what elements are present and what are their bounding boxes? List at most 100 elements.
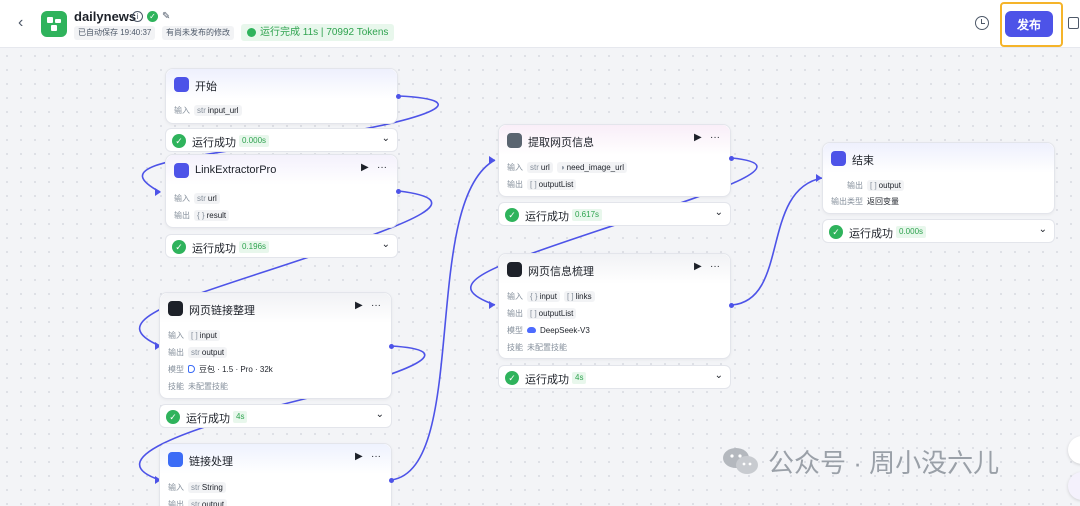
more-icon[interactable]: ··· <box>710 132 720 143</box>
more-icon[interactable]: ··· <box>377 162 387 173</box>
output-var: { }result <box>194 209 230 221</box>
input-var: [ ]input <box>188 329 221 341</box>
verified-check-icon: ✓ <box>147 10 158 22</box>
chevron-down-icon[interactable]: ⌄ <box>375 409 384 420</box>
output-var: [ ]outputList <box>527 178 577 190</box>
success-check-icon: ✓ <box>172 134 186 148</box>
unpublished-tag: 有尚未发布的修改 <box>162 26 234 40</box>
input-var-2: [ ]links <box>563 290 595 302</box>
code-icon <box>168 452 183 467</box>
history-icon[interactable] <box>975 16 989 30</box>
start-icon <box>174 77 189 92</box>
wechat-logo-icon <box>722 446 760 476</box>
status-text: 运行成功 <box>192 137 236 149</box>
autosave-tag: 已自动保存 19:40:37 <box>74 26 156 40</box>
plugin-image-icon <box>507 133 522 148</box>
node-title: 开始 <box>195 81 217 93</box>
skill-value: 未配置技能 <box>188 381 228 391</box>
status-link-organize[interactable]: ✓ 运行成功 4s ⌄ <box>159 404 392 428</box>
input-label: 输入 <box>507 162 523 172</box>
node-title: 网页链接整理 <box>189 305 255 317</box>
input-label: 输入 <box>507 291 523 301</box>
panel-toggle-icon[interactable] <box>1068 17 1079 29</box>
back-arrow-icon[interactable]: ‹ <box>18 14 24 31</box>
run-node-icon[interactable]: ▶ <box>694 261 702 272</box>
skill-label: 技能 <box>507 342 523 352</box>
model-value: DeepSeek-V3 <box>540 325 590 335</box>
status-time: 4s <box>572 372 587 384</box>
success-check-icon: ✓ <box>166 410 180 424</box>
output-label: 输出 <box>847 180 863 190</box>
status-link-extractor[interactable]: ✓ 运行成功 0.196s ⌄ <box>165 234 398 258</box>
publish-highlight <box>1000 2 1063 47</box>
chevron-down-icon[interactable]: ⌄ <box>381 133 390 144</box>
output-label: 输出 <box>168 499 184 506</box>
output-var: [ ]outputList <box>527 307 577 319</box>
status-text: 运行成功 <box>525 374 569 386</box>
status-text: 运行成功 <box>525 211 569 223</box>
top-bar: ‹ dailynews i ✓ ✎ 已自动保存 19:40:37 有尚未发布的修… <box>0 0 1080 48</box>
edit-icon[interactable]: ✎ <box>162 10 171 22</box>
publish-button[interactable]: 发布 <box>1005 11 1053 37</box>
help-float-button[interactable] <box>1068 436 1080 464</box>
port-out[interactable] <box>396 94 401 99</box>
port-out[interactable] <box>396 189 401 194</box>
workflow-app-icon <box>41 11 67 37</box>
status-time: 0.617s <box>572 209 603 221</box>
output-label: 输出 <box>507 308 523 318</box>
watermark-text: 公众号 · 周小没六儿 <box>768 447 1000 478</box>
success-check-icon: ✓ <box>829 225 843 239</box>
status-time: 0.196s <box>239 241 270 253</box>
status-time: 0.000s <box>239 135 270 147</box>
status-time: 0.000s <box>896 226 927 238</box>
more-icon[interactable]: ··· <box>371 300 381 311</box>
status-text: 运行成功 <box>192 243 236 255</box>
run-status-badge: 运行完成 11s | 70992 Tokens <box>241 24 395 41</box>
end-icon <box>831 151 846 166</box>
deepseek-whale-icon <box>527 327 536 333</box>
assistant-float-button[interactable] <box>1068 472 1080 500</box>
app-name: dailynews <box>74 9 137 24</box>
port-out[interactable] <box>729 156 734 161</box>
port-out[interactable] <box>389 344 394 349</box>
chevron-down-icon[interactable]: ⌄ <box>714 207 723 218</box>
chevron-down-icon[interactable]: ⌄ <box>1038 224 1047 235</box>
node-end[interactable]: 结束 输出 [ ]output 输出类型 返回变量 <box>822 142 1055 214</box>
success-check-icon: ✓ <box>172 240 186 254</box>
status-fetch-info[interactable]: ✓ 运行成功 0.617s ⌄ <box>498 202 731 226</box>
input-label: 输入 <box>174 105 190 115</box>
run-node-icon[interactable]: ▶ <box>355 451 363 462</box>
output-kind-value: 返回变量 <box>867 196 899 206</box>
port-out[interactable] <box>729 303 734 308</box>
status-start[interactable]: ✓ 运行成功 0.000s ⌄ <box>165 128 398 152</box>
status-end[interactable]: ✓ 运行成功 0.000s ⌄ <box>822 219 1055 243</box>
run-complete-icon <box>247 28 256 37</box>
node-info-organize[interactable]: 网页信息梳理 ▶ ··· 输入 { }input [ ]links 输出 [ ]… <box>498 253 731 359</box>
port-out[interactable] <box>389 478 394 483</box>
info-icon[interactable]: i <box>132 10 143 22</box>
input-var-2: ◑need_image_url <box>556 161 627 173</box>
node-title: 提取网页信息 <box>528 137 594 149</box>
more-icon[interactable]: ··· <box>710 261 720 272</box>
chevron-down-icon[interactable]: ⌄ <box>714 370 723 381</box>
chevron-down-icon[interactable]: ⌄ <box>381 239 390 250</box>
success-check-icon: ✓ <box>505 371 519 385</box>
more-icon[interactable]: ··· <box>371 451 381 462</box>
run-node-icon[interactable]: ▶ <box>361 162 369 173</box>
model-label: 模型 <box>507 325 523 335</box>
run-status-text: 运行完成 11s | 70992 Tokens <box>260 27 389 38</box>
llm-icon <box>168 301 183 316</box>
status-info-organize[interactable]: ✓ 运行成功 4s ⌄ <box>498 365 731 389</box>
run-node-icon[interactable]: ▶ <box>355 300 363 311</box>
output-label: 输出 <box>168 347 184 357</box>
run-node-icon[interactable]: ▶ <box>694 132 702 143</box>
